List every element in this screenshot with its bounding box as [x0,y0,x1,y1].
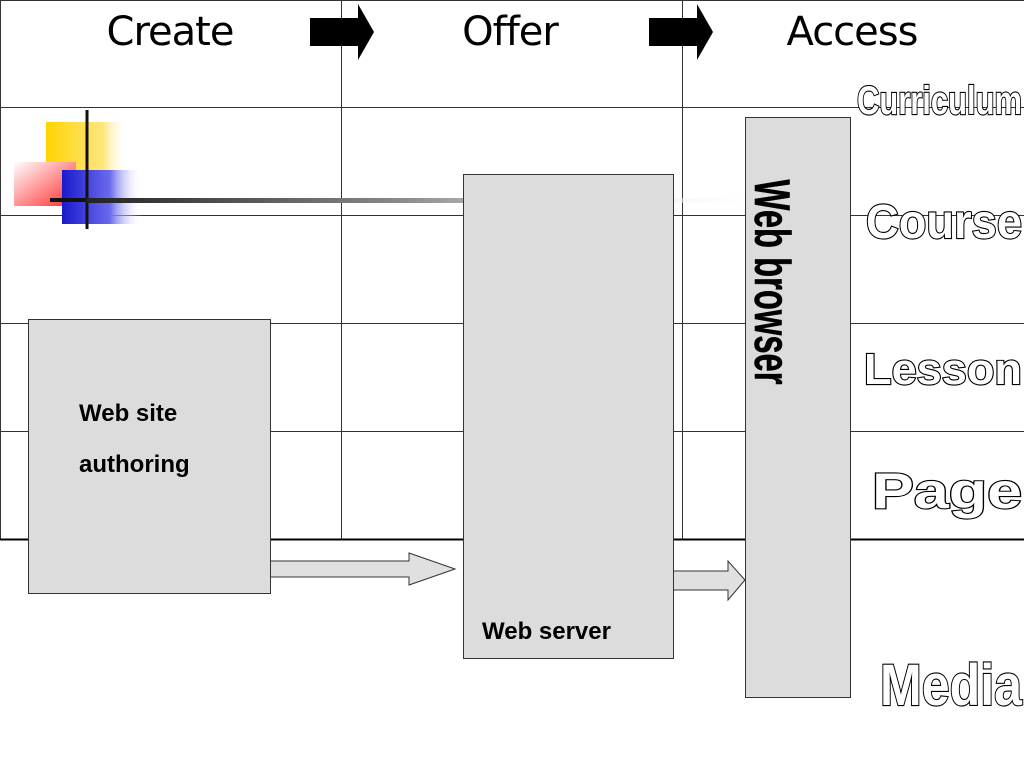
arrow-server-to-browser [672,559,746,602]
arrow-authoring-to-server [269,552,457,586]
web-browser-box [745,117,851,698]
header-offer: Offer [462,9,559,55]
decoration-fading-line [86,198,776,203]
authoring-label-line1: Web site [79,400,178,427]
web-server-box: Web server [463,174,674,659]
arrow-create-to-offer [310,4,374,60]
header-create: Create [106,9,235,55]
web-server-label: Web server [482,618,611,645]
web-site-authoring-box: Web site authoring [28,319,271,594]
decoration-squares [14,110,142,229]
arrow-offer-to-access [649,4,713,60]
header-access: Access [786,9,919,55]
authoring-label-line2: authoring [79,451,190,478]
